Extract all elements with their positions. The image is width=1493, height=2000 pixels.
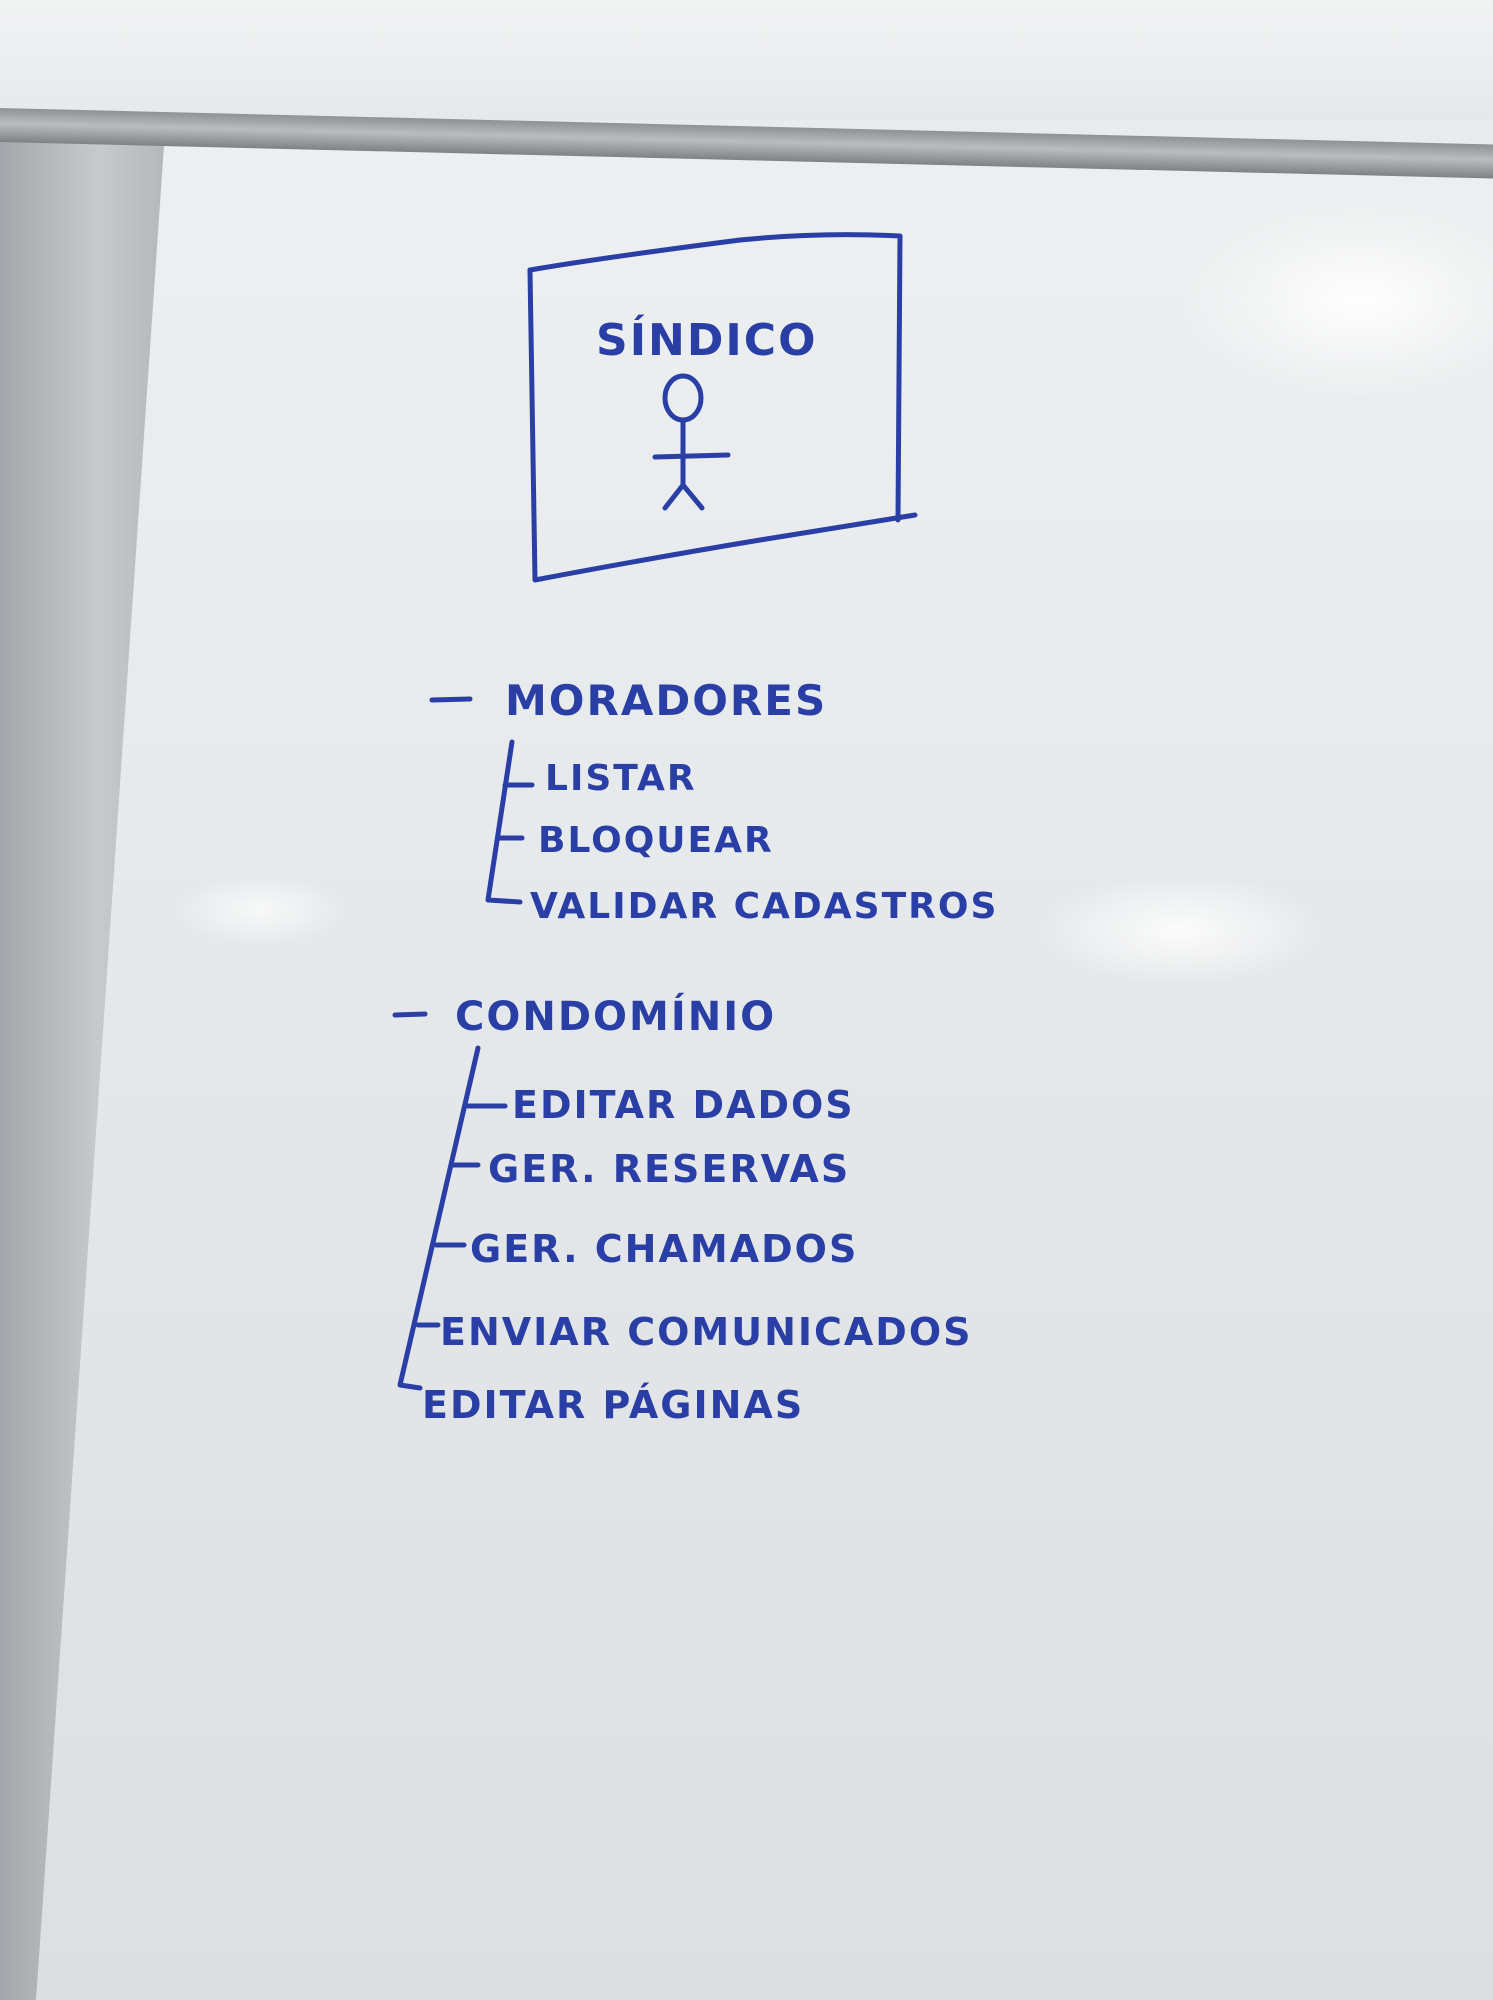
stick-figure-icon [652,373,731,511]
list-item: EDITAR DADOS [512,1083,855,1127]
list-item: GER. RESERVAS [488,1147,850,1191]
group-condominio: CONDOMÍNIO EDITAR DADOS GER. RESERVAS GE… [392,992,973,1427]
group-moradores: MORADORES LISTAR BLOQUEAR VALIDAR CADAST… [429,676,998,927]
group-title: CONDOMÍNIO [455,992,776,1040]
list-item: EDITAR PÁGINAS [422,1383,804,1427]
actor-title: SÍNDICO [596,313,817,366]
actor-box: SÍNDICO [527,232,918,583]
list-item: GER. CHAMADOS [470,1227,858,1271]
list-item: ENVIAR COMUNICADOS [440,1310,973,1354]
list-item: VALIDAR CADASTROS [530,886,998,927]
list-item: LISTAR [545,758,697,799]
list-item: BLOQUEAR [538,820,774,861]
group-title: MORADORES [505,676,827,725]
wall [0,0,1493,120]
